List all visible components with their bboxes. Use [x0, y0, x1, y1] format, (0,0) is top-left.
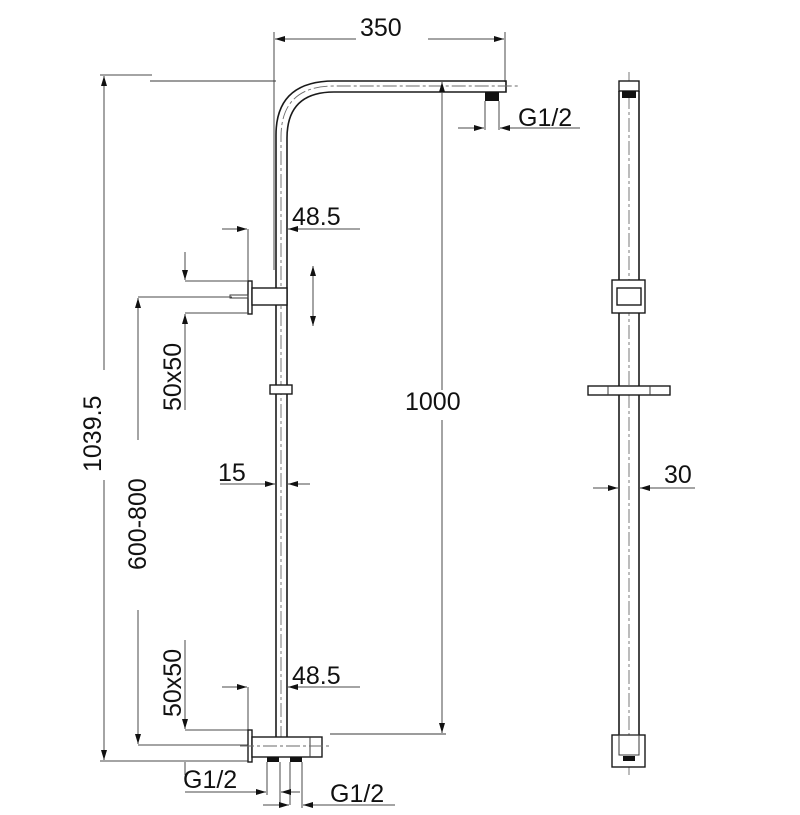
- upper-bracket-label: 50x50: [159, 343, 187, 411]
- inlet-right-thread-icon: [290, 757, 302, 762]
- shower-arm: [150, 80, 580, 745]
- side-top-outlet-icon: [622, 91, 636, 98]
- side-bottom-inlet-icon: [623, 756, 635, 761]
- top-outlet-thread-icon: [485, 92, 499, 101]
- bracket-spacing-dimension: [135, 296, 248, 746]
- bracket-spacing-label: 600-800: [124, 478, 152, 570]
- bottom-inlet-right-label: G1/2: [330, 780, 384, 808]
- slider-clip: [269, 384, 293, 395]
- upper-offset-dimension: [222, 226, 360, 281]
- lower-offset-dimension: [182, 640, 360, 731]
- arm-length-dimension: [273, 32, 506, 270]
- pipe-diameter-label: 15: [218, 459, 246, 487]
- arm-length-label: 350: [360, 14, 402, 42]
- front-view: 350 G1/2 48.5 1000 15 48.5 G1/2 G1/2 103…: [79, 14, 580, 808]
- bottom-inlet-left-label: G1/2: [183, 766, 237, 794]
- upper-offset-label: 48.5: [292, 203, 341, 231]
- top-outlet-thread-label: G1/2: [518, 104, 572, 132]
- tube-width-label: 30: [664, 461, 692, 489]
- upper-wall-bracket: [182, 252, 316, 410]
- total-height-label: 1039.5: [79, 396, 107, 472]
- lower-mixer-body: [184, 729, 395, 808]
- lower-bracket-label: 50x50: [159, 649, 187, 717]
- lower-offset-label: 48.5: [292, 662, 341, 690]
- total-height-dimension: [100, 74, 250, 762]
- column-height-label: 1000: [405, 388, 461, 416]
- inlet-left-thread-icon: [267, 757, 279, 762]
- side-view: 30: [587, 72, 695, 775]
- column-height-dimension: [330, 82, 446, 735]
